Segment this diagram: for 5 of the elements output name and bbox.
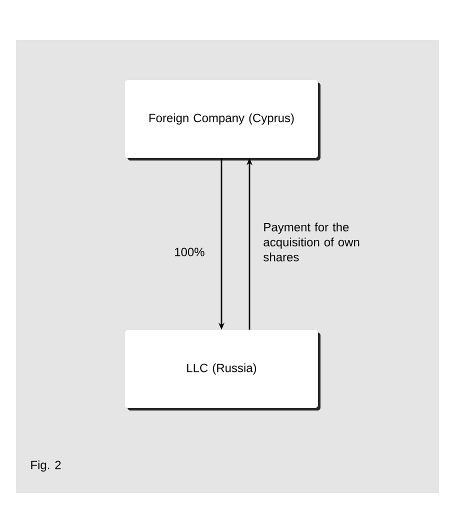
edge-label: Payment for the acquisition of own shares bbox=[264, 222, 360, 262]
figure-label: Fig. 2 bbox=[31, 460, 61, 472]
company-box: LLC (Russia) bbox=[125, 330, 320, 410]
edge-label: 100% bbox=[175, 248, 204, 256]
company-box: Foreign Company (Cyprus) bbox=[125, 80, 320, 160]
